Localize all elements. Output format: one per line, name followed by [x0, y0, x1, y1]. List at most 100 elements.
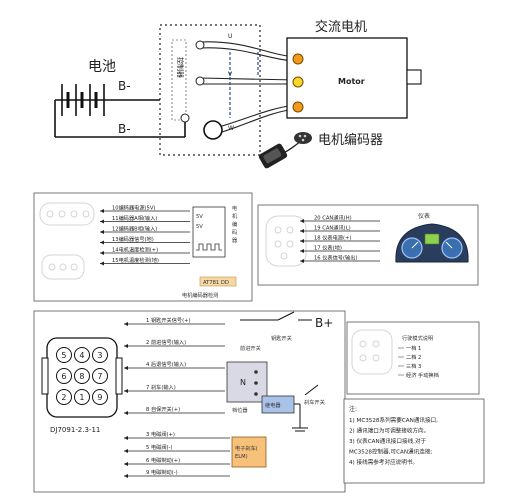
pin-number: 5 — [61, 351, 66, 360]
encoder-row-label: 12编码器B相(输入) — [112, 225, 157, 233]
controller-outline — [159, 24, 261, 156]
encoder-plug — [258, 132, 312, 169]
brake-switch-lever — [304, 384, 319, 396]
terminal-u — [195, 40, 205, 50]
main-row-label: 6 电磁制动(+) — [146, 456, 180, 464]
encoder-module-text-2: 5V — [196, 224, 203, 230]
main-row-label: 2 前进信号(输入) — [146, 338, 186, 346]
b-minus-label-1: B- — [118, 79, 131, 93]
arrow-left-icon — [124, 389, 128, 393]
arrow-left-icon — [300, 219, 304, 223]
gear-selector — [226, 361, 268, 403]
motor-terminal-u — [292, 53, 304, 65]
b-plus-label: B+ — [315, 316, 333, 330]
pin-4 — [74, 347, 90, 363]
phase-w-label: W — [228, 125, 234, 132]
pin-number: 4 — [79, 351, 84, 360]
switch-note: 前进开关 — [240, 344, 261, 352]
note-line: MC3528控制器,可CAN通讯连接; — [349, 448, 432, 456]
pin-3 — [92, 347, 108, 363]
arrow-left-icon — [124, 411, 128, 415]
pin-number: 7 — [97, 372, 102, 381]
arrow-left-icon — [124, 462, 128, 466]
arrow-left-icon — [100, 219, 104, 224]
main-row-label: 3 电磁阀(+) — [146, 430, 175, 438]
main-row-label: 9 电磁制动(-) — [146, 468, 178, 476]
note-panel — [343, 398, 485, 484]
battery-label: 电池 — [88, 59, 116, 75]
main-row-label: 7 刹车(输入) — [146, 383, 176, 391]
dashboard-icon — [395, 223, 469, 263]
arrow-left-icon — [124, 322, 128, 326]
motor-terminal-w — [292, 101, 304, 113]
arrow-left-icon — [300, 229, 304, 233]
encoder-connector-shadow — [39, 202, 95, 280]
brake-switch-label: 刹车开关 — [304, 398, 325, 406]
display-row-label: 18 仪表电源(+) — [314, 234, 351, 242]
arrow-left-icon — [100, 251, 104, 255]
encoder-chip — [199, 276, 237, 287]
terminal-w-ring — [203, 120, 223, 140]
arrow-left-icon — [124, 344, 128, 348]
arrow-left-icon — [300, 259, 304, 263]
main-row-label: 4 后退信号(输入) — [146, 360, 186, 368]
main-row-label: 1 钥匙开关信号(+) — [146, 316, 190, 324]
phase-u-label: U — [228, 33, 232, 40]
arrow-left-icon — [124, 366, 128, 370]
gear-label: 档位器 — [232, 406, 248, 414]
main-row-label: 5 电磁阀(-) — [146, 443, 172, 451]
pin-5 — [56, 347, 72, 363]
battery-symbol — [54, 84, 186, 138]
pin-2 — [56, 389, 72, 405]
mode-connector-shadow — [351, 329, 393, 375]
encoder-row-label: 11编码器A相(输入) — [112, 214, 157, 222]
square-wave-icon — [196, 243, 222, 251]
encoder-rows: 10编码器电源(5V) 11编码器A相(输入) 12编码器B相(输入) 13编码器信号… — [100, 204, 190, 266]
mode-row-label: 二档 2 — [406, 353, 421, 361]
pin-number: 9 — [97, 393, 102, 402]
key-switch-label: 钥匙开关 — [271, 334, 292, 342]
ebrake-label: 电子刹车(ELM) — [235, 444, 258, 460]
display-row-label: 17 仪表(地) — [314, 244, 342, 252]
pin-number: 2 — [61, 393, 66, 402]
note-lines: 1) MC3528系列需要CAN通讯接口,2) 通讯端口为可调整接收方向。3) … — [349, 416, 438, 466]
motor-block — [286, 37, 422, 119]
arrow-left-icon — [300, 249, 304, 253]
encoder-side-label: 电机编码器 — [232, 204, 238, 244]
encoder-caption: 电机编码器检测 — [182, 291, 218, 299]
pin-number: 6 — [61, 372, 66, 381]
note-line: 2) 通讯端口为可调整接收方向。 — [349, 427, 429, 435]
encoder-row-label: 10编码器电源(5V) — [112, 204, 155, 212]
relay-label: 继电器 — [265, 401, 281, 409]
mode-header: 行驶模式说明 — [402, 334, 433, 342]
encoder-module — [192, 206, 226, 258]
arrow-left-icon — [100, 209, 104, 213]
encoder-chip-label: AT781 DD — [203, 280, 229, 286]
terminal-b-minus — [180, 113, 190, 123]
pin-1 — [74, 389, 90, 405]
note-title: 注: — [349, 405, 357, 413]
gear-n-label: N — [240, 378, 246, 387]
b-minus-label-2: B- — [118, 122, 131, 136]
arrow-left-icon — [124, 436, 128, 440]
mode-rows: 一档 1二档 2三档 3经济 手动换档 — [398, 344, 439, 379]
mode-row-label: 经济 手动换档 — [406, 371, 439, 379]
arrow-left-icon — [100, 240, 104, 245]
encoder-row-label: 13编码器信号(地) — [112, 235, 154, 243]
arrow-left-icon — [300, 239, 304, 243]
encoder-row-label: 14电机温度检测(+) — [112, 246, 158, 254]
pin-number: 8 — [79, 372, 84, 381]
note-line: 4) 接线需参考对应说明书。 — [349, 458, 418, 466]
arrow-left-icon — [100, 230, 104, 234]
arrow-left-icon — [124, 474, 128, 478]
main-rows: 1 钥匙开关信号(+)2 前进信号(输入)4 后退信号(输入)7 刹车(输入)8… — [124, 316, 230, 478]
ebrake-box — [231, 436, 267, 468]
phase-cables — [199, 41, 297, 135]
key-switch-lever — [277, 311, 295, 321]
encoder-label: 电机编码器 — [318, 133, 383, 148]
motor-terminal-v — [292, 76, 304, 88]
display-row-label: 16 仪表信号(输出) — [314, 254, 357, 262]
arrow-left-icon — [100, 261, 104, 266]
encoder-row-label: 15电机温度检测(地) — [112, 256, 159, 264]
